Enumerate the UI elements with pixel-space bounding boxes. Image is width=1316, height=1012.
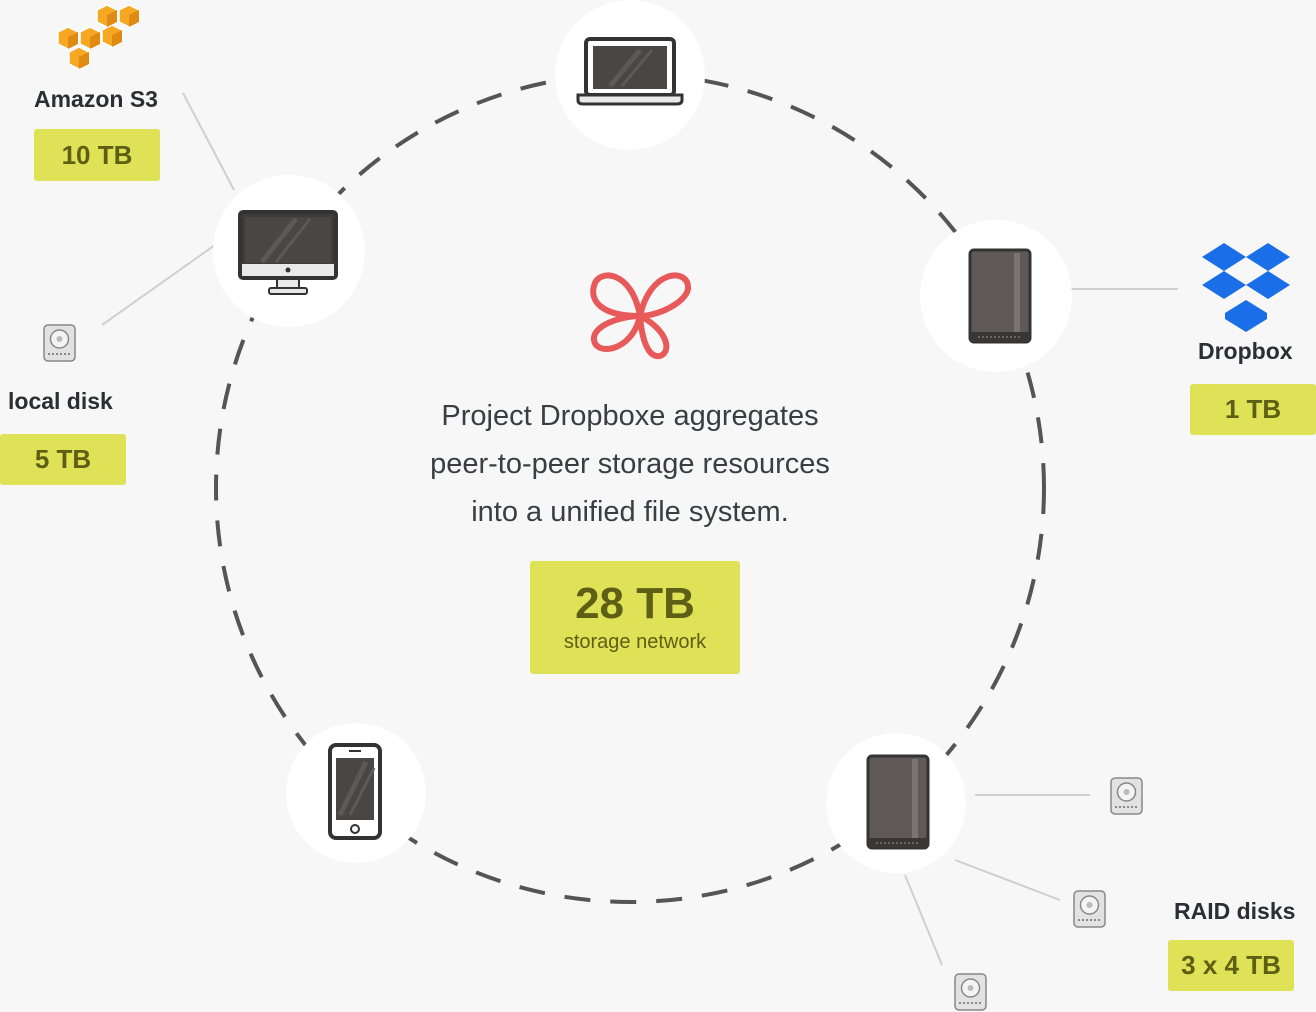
total-storage-caption: storage network xyxy=(563,631,707,653)
description-line: into a unified file system. xyxy=(471,496,789,528)
hard-disk-icon xyxy=(1073,890,1106,928)
amazon-s3-capacity-badge: 10 TB xyxy=(34,129,160,181)
raid-disks-capacity-badge: 3 x 4 TB xyxy=(1168,940,1294,991)
amazon-s3-label: Amazon S3 xyxy=(34,86,158,112)
connector-lines xyxy=(101,92,1178,966)
description-line: peer-to-peer storage resources xyxy=(430,448,830,480)
dropboxe-logo-icon xyxy=(590,272,691,360)
smartphone-icon xyxy=(328,743,382,840)
nas-server-bottom-icon xyxy=(866,754,930,850)
raid-disks-label: RAID disks xyxy=(1174,898,1296,924)
network-description: Project Dropboxe aggregates peer-to-peer… xyxy=(400,392,860,536)
connector-local-disk xyxy=(101,244,216,326)
amazon-s3-cubes-icon xyxy=(57,4,140,70)
total-storage-value: 28 TB xyxy=(575,579,695,628)
hard-disk-icon xyxy=(1110,777,1143,815)
nas-server-top-icon xyxy=(968,248,1032,344)
dropbox-capacity-badge: 1 TB xyxy=(1190,384,1316,435)
local-disk-label: local disk xyxy=(8,388,113,414)
total-storage-badge: 28 TB storage network xyxy=(530,561,740,674)
local-disk-capacity-badge: 5 TB xyxy=(0,434,126,485)
connector-raid-3 xyxy=(904,874,943,966)
dropbox-label: Dropbox xyxy=(1198,338,1293,364)
hard-disk-icon xyxy=(43,324,76,362)
connector-amazon xyxy=(182,92,235,191)
hard-disk-icon xyxy=(954,973,987,1011)
dropbox-logo-icon xyxy=(1202,243,1290,332)
connector-raid-2 xyxy=(954,859,1061,901)
laptop-icon xyxy=(576,37,684,106)
desktop-monitor-icon xyxy=(238,210,338,295)
description-line: Project Dropboxe aggregates xyxy=(441,400,819,432)
